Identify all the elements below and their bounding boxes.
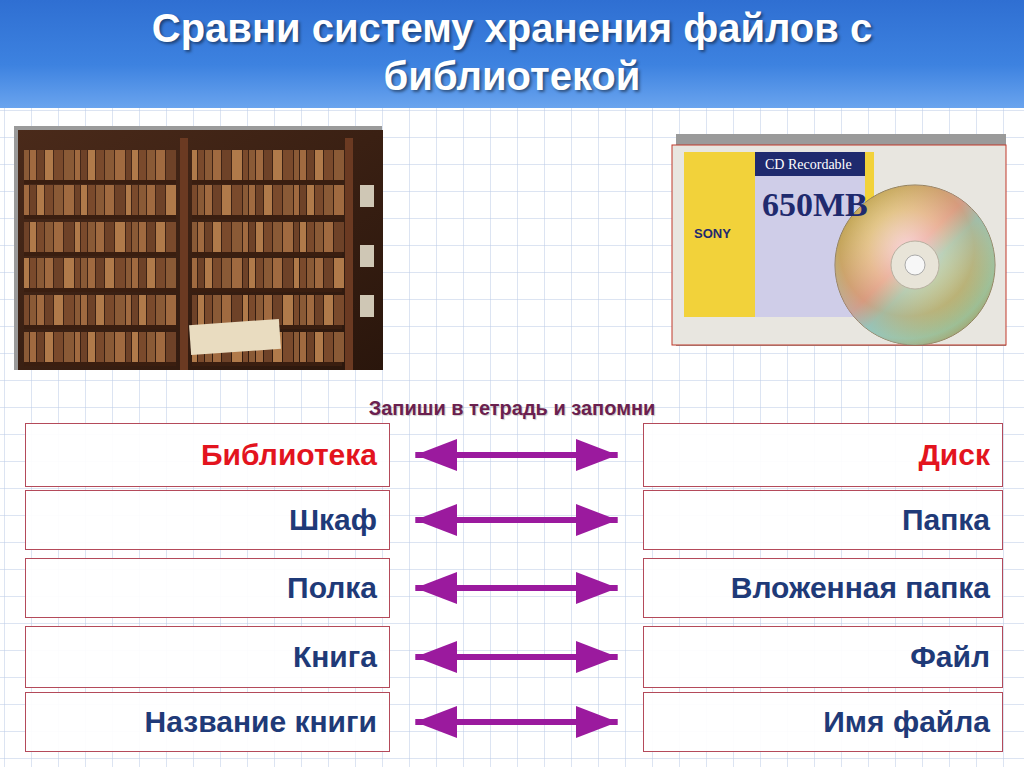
title: Сравни систему хранения файлов с библиот… xyxy=(102,4,922,100)
term-box: Библиотека xyxy=(25,423,390,487)
term-text: Файл xyxy=(910,640,990,674)
term-text: Название книги xyxy=(145,705,377,739)
term-box: Вложенная папка xyxy=(643,558,1003,618)
instruction-note: Запиши в тетрадь и запомни xyxy=(369,397,656,420)
term-text: Книга xyxy=(293,640,377,674)
double-arrow xyxy=(415,654,617,660)
disc-print: CD Recordable xyxy=(765,157,852,173)
double-arrow xyxy=(415,585,617,591)
term-text: Полка xyxy=(287,571,377,605)
disc-print: 650MB xyxy=(762,186,868,224)
term-box: Шкаф xyxy=(25,490,390,550)
library-photo xyxy=(14,126,383,370)
term-box: Полка xyxy=(25,558,390,618)
term-text: Библиотека xyxy=(201,438,377,472)
double-arrow xyxy=(415,517,617,523)
term-text: Диск xyxy=(918,438,990,472)
term-box: Имя файла xyxy=(643,692,1003,752)
cd-photo xyxy=(672,134,1006,346)
double-arrow xyxy=(415,452,617,458)
term-text: Шкаф xyxy=(289,503,377,537)
term-box: Файл xyxy=(643,626,1003,688)
term-text: Имя файла xyxy=(823,705,990,739)
term-text: Вложенная папка xyxy=(731,571,990,605)
disc-print: SONY xyxy=(694,226,731,241)
term-box: Диск xyxy=(643,423,1003,487)
term-box: Название книги xyxy=(25,692,390,752)
double-arrow xyxy=(415,719,617,725)
term-text: Папка xyxy=(902,503,990,537)
term-box: Папка xyxy=(643,490,1003,550)
term-box: Книга xyxy=(25,626,390,688)
